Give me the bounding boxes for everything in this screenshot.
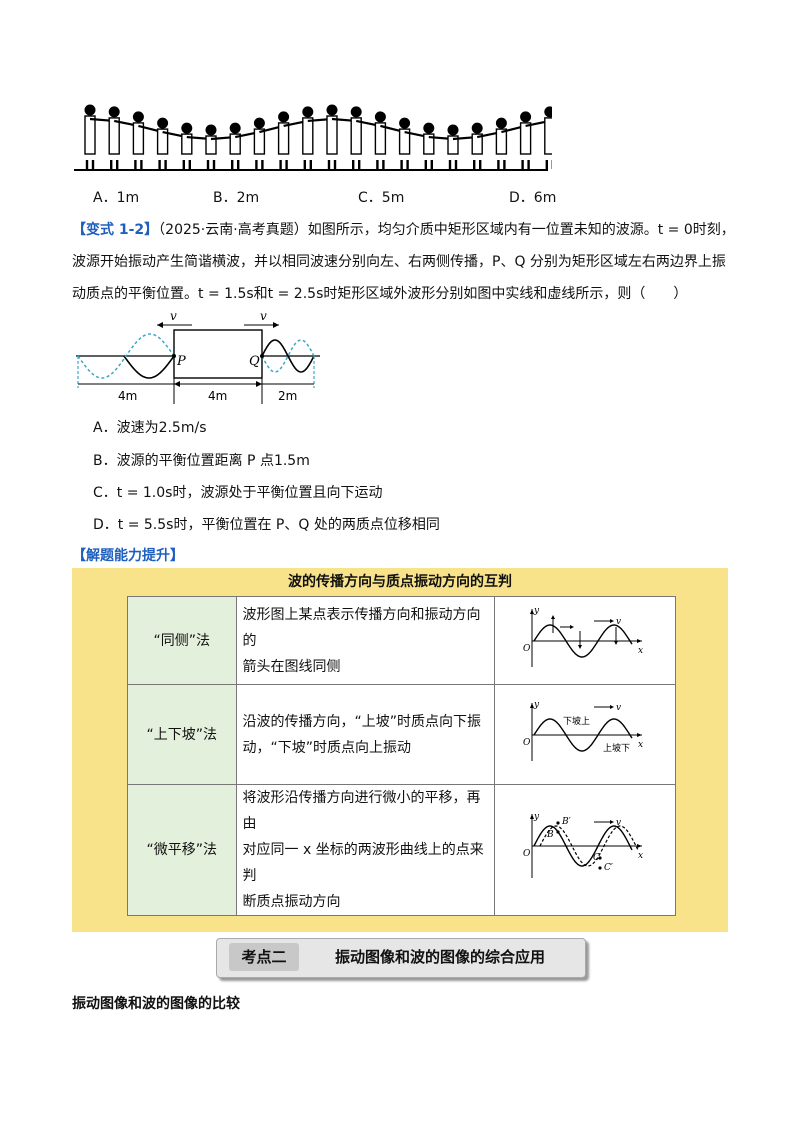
method-figure: v 下坡上 上坡下 y x O (494, 684, 676, 785)
people-wave-illustration (74, 104, 552, 171)
variant-line-3: 动质点的平衡位置。t = 1.5s和t = 2.5s时矩形区域外波形分别如图中实… (72, 286, 688, 302)
v-left: v (170, 309, 177, 323)
variant-source: （2025·云南·高考真题） (158, 222, 308, 238)
table-row: “微平移”法 将波形沿传播方向进行微小的平移，再由对应同一 x 坐标的两波形曲线… (127, 784, 676, 916)
method-table: “同侧”法 波形图上某点表示传播方向和振动方向的箭头在图线同侧 v y x O (127, 596, 676, 916)
label-q: Q (249, 354, 260, 369)
wave-figure: P Q v v 4m 4m 2m (76, 309, 320, 404)
svg-text:B: B (546, 830, 554, 840)
topic-title: 振动图像和波的图像的综合应用 (335, 948, 546, 966)
dim-right: 2m (278, 389, 297, 403)
svg-text:B′: B′ (561, 817, 571, 827)
q2-option-a: A．波速为2.5m/s (93, 420, 207, 436)
slope-figure: v 下坡上 上坡下 y x O (523, 700, 643, 761)
method-desc: 波形图上某点表示传播方向和振动方向的箭头在图线同侧 (235, 596, 496, 685)
svg-text:上坡下: 上坡下 (603, 742, 630, 754)
svg-text:v: v (616, 703, 621, 713)
q1-option-b: B．2m (213, 190, 260, 206)
svg-text:x: x (638, 740, 643, 750)
method-name: “上下坡”法 (127, 684, 237, 785)
method-desc: 沿波的传播方向，“上坡”时质点向下振动，“下坡”时质点向上振动 (235, 684, 496, 785)
svg-text:O: O (523, 738, 531, 748)
svg-text:y: y (533, 700, 540, 710)
ability-heading: 【解题能力提升】 (72, 548, 184, 564)
variant-line-1: 【变式 1-2】（2025·云南·高考真题）如图所示，均匀介质中矩形区域内有一位… (72, 222, 735, 238)
shift-figure: v B B′ C C′ y x O (523, 812, 643, 878)
variant-line-2: 波源开始振动产生简谐横波，并以相同波速分别向左、右两侧传播，P、Q 分别为矩形区… (72, 254, 726, 270)
svg-text:下坡上: 下坡上 (563, 715, 590, 727)
dim-left: 4m (118, 389, 137, 403)
svg-text:O: O (523, 849, 531, 859)
q1-option-d: D．6m (509, 190, 557, 206)
q2-option-d: D．t = 5.5s时，平衡位置在 P、Q 处的两质点位移相同 (93, 517, 440, 533)
svg-text:x: x (638, 851, 643, 861)
method-figure: v B B′ C C′ y x O (494, 784, 676, 916)
svg-text:x: x (638, 646, 643, 656)
v-right: v (260, 309, 267, 323)
q1-option-c: C．5m (358, 190, 405, 206)
svg-text:C: C (593, 853, 600, 863)
svg-text:y: y (533, 606, 540, 616)
svg-text:O: O (523, 644, 531, 654)
topic-heading: 考点二 振动图像和波的图像的综合应用 (216, 938, 586, 978)
method-band-title: 波的传播方向与质点振动方向的互判 (288, 574, 512, 590)
method-band-top: 波的传播方向与质点振动方向的互判 (72, 568, 728, 596)
svg-text:v: v (616, 818, 621, 828)
topic-tag: 考点二 (229, 943, 299, 971)
table-row: “上下坡”法 沿波的传播方向，“上坡”时质点向下振动，“下坡”时质点向上振动 v… (127, 684, 676, 785)
label-p: P (176, 354, 186, 369)
method-desc: 将波形沿传播方向进行微小的平移，再由对应同一 x 坐标的两波形曲线上的点来判断质… (235, 784, 496, 916)
svg-text:C′: C′ (604, 863, 613, 873)
variant-tag: 【变式 1-2】 (72, 222, 159, 238)
method-name: “微平移”法 (127, 784, 237, 916)
q2-option-b: B．波源的平衡位置距离 P 点1.5m (93, 453, 310, 469)
q2-option-c: C．t = 1.0s时，波源处于平衡位置且向下运动 (93, 485, 383, 501)
q1-option-a: A．1m (93, 190, 140, 206)
svg-text:y: y (533, 812, 540, 822)
section-heading: 振动图像和波的图像的比较 (72, 996, 240, 1012)
same-side-figure: v y x O (523, 606, 643, 667)
table-row: “同侧”法 波形图上某点表示传播方向和振动方向的箭头在图线同侧 v y x O (127, 596, 676, 685)
dim-middle: 4m (208, 389, 227, 403)
method-figure: v y x O (494, 596, 676, 685)
method-name: “同侧”法 (127, 596, 237, 685)
svg-text:v: v (616, 617, 621, 627)
